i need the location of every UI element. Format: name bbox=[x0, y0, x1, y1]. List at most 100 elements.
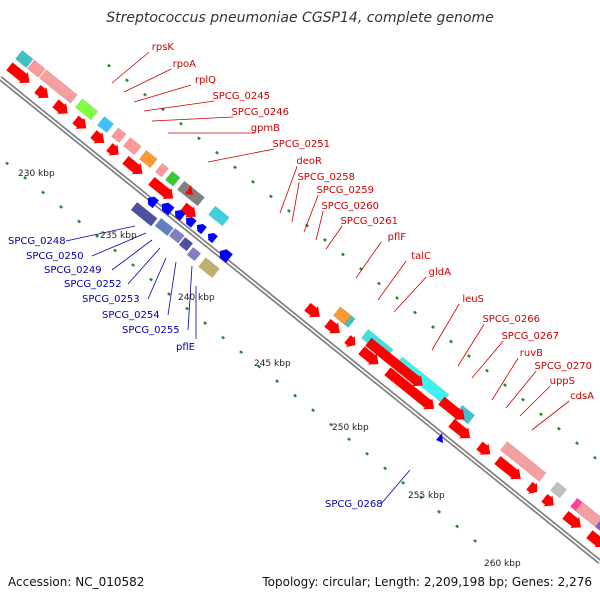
forward-feature-box bbox=[27, 59, 46, 78]
forward-feature-box-body bbox=[139, 150, 158, 169]
forward-gene-arrow bbox=[304, 302, 320, 318]
forward-gene-arrow-shape bbox=[304, 302, 320, 318]
tick-mark bbox=[185, 306, 190, 311]
forward-gene-arrow-shape bbox=[526, 481, 538, 494]
tick-mark bbox=[251, 179, 255, 184]
tick-mark bbox=[197, 136, 201, 141]
forward-gene-arrow-shape bbox=[122, 156, 143, 175]
feature-tracks bbox=[6, 50, 600, 548]
tick-mark bbox=[365, 451, 370, 456]
reverse-gene-labels: SPCG_0248SPCG_0250SPCG_0249SPCG_0252SPCG… bbox=[8, 236, 383, 510]
tick-mark bbox=[455, 524, 460, 529]
tick-mark bbox=[437, 509, 442, 514]
tick-mark bbox=[203, 321, 208, 325]
forward-gene-label: rplQ bbox=[195, 75, 216, 86]
tick-mark bbox=[323, 238, 327, 242]
reverse-feature-box bbox=[198, 257, 220, 278]
tick-mark bbox=[329, 422, 334, 427]
reverse-leader-line bbox=[380, 469, 411, 505]
tick-mark bbox=[95, 234, 100, 238]
forward-gene-arrow-shape bbox=[6, 62, 30, 84]
forward-leader-line bbox=[111, 51, 150, 84]
tick-mark bbox=[77, 219, 82, 224]
forward-gene-label: SPCG_0267 bbox=[501, 331, 559, 342]
forward-gene-arrow-shape bbox=[344, 335, 356, 347]
forward-leader-line bbox=[291, 181, 300, 223]
forward-leader-line bbox=[471, 340, 504, 379]
forward-gene-arrow bbox=[148, 176, 174, 199]
forward-gene-arrow-shape bbox=[494, 456, 521, 480]
tick-mark bbox=[59, 205, 64, 209]
forward-leader-line bbox=[431, 303, 460, 351]
forward-gene-arrow bbox=[90, 130, 105, 144]
tick-mark bbox=[257, 364, 262, 369]
reverse-gene-shape bbox=[186, 217, 197, 228]
forward-gene-label: SPCG_0270 bbox=[534, 361, 592, 372]
tick-mark bbox=[473, 538, 478, 543]
forward-leader-line bbox=[303, 194, 319, 233]
tick-mark bbox=[275, 379, 280, 384]
forward-leader-line bbox=[133, 84, 192, 103]
forward-feature-box bbox=[165, 171, 181, 187]
reverse-gene-shape bbox=[147, 196, 159, 209]
forward-leader-line bbox=[123, 68, 172, 93]
forward-gene-arrow-shape bbox=[52, 99, 68, 114]
forward-gene-arrow-shape bbox=[148, 176, 174, 199]
map-title: Streptococcus pneumoniae CGSP14, complet… bbox=[106, 10, 494, 26]
forward-gene-arrow bbox=[438, 396, 465, 420]
forward-gene-arrow bbox=[52, 99, 68, 114]
forward-gene-arrow-shape bbox=[586, 530, 600, 548]
forward-gene-label: SPCG_0259 bbox=[316, 185, 374, 196]
reverse-feature-body bbox=[186, 247, 201, 262]
forward-gene-label: leuS bbox=[462, 294, 484, 305]
tick-mark bbox=[341, 252, 345, 257]
reverse-gene-label: SPCG_0255 bbox=[122, 325, 180, 336]
reverse-feature-box bbox=[130, 202, 158, 227]
reverse-leader-line bbox=[91, 232, 147, 257]
reverse-gene-arrow bbox=[147, 196, 159, 209]
forward-marker-icon bbox=[185, 185, 193, 195]
forward-gene-label: SPCG_0258 bbox=[297, 172, 355, 183]
tick-mark bbox=[305, 223, 309, 228]
tick-mark bbox=[431, 325, 435, 329]
forward-feature-box bbox=[97, 116, 114, 133]
forward-feature-box-body bbox=[575, 501, 600, 537]
reverse-gene-shape bbox=[219, 249, 233, 263]
forward-gene-arrow bbox=[106, 143, 119, 156]
forward-feature-box bbox=[575, 501, 600, 537]
tick-mark bbox=[23, 175, 28, 180]
forward-feature-box-body bbox=[550, 481, 567, 499]
forward-leader-line bbox=[151, 116, 234, 122]
forward-gene-arrow bbox=[324, 318, 340, 334]
reverse-gene-arrow bbox=[219, 249, 233, 263]
forward-gene-arrow bbox=[494, 456, 521, 480]
reverse-feature-body bbox=[198, 257, 220, 278]
tick-mark bbox=[143, 92, 147, 97]
forward-gene-label: cdsA bbox=[570, 391, 594, 402]
forward-feature-box-body bbox=[75, 98, 99, 121]
reverse-gene-label: SPCG_0254 bbox=[102, 310, 160, 321]
reverse-gene-label: SPCG_0253 bbox=[82, 294, 140, 305]
reverse-gene-shape bbox=[175, 210, 186, 221]
forward-gene-arrow bbox=[72, 115, 87, 129]
forward-gene-label: pflF bbox=[388, 232, 407, 243]
reverse-feature-body bbox=[154, 218, 174, 236]
forward-gene-arrow-shape bbox=[476, 441, 491, 455]
reverse-leader-line bbox=[167, 261, 177, 316]
forward-leader-line bbox=[377, 260, 407, 301]
forward-leader-line bbox=[531, 400, 570, 431]
tick-mark bbox=[221, 335, 226, 340]
forward-feature-box-body bbox=[165, 171, 181, 187]
reverse-gene-arrow bbox=[197, 224, 207, 235]
forward-gene-label: talC bbox=[411, 251, 431, 262]
kbp-label: 255 kbp bbox=[408, 491, 445, 501]
tick-mark bbox=[215, 150, 219, 155]
forward-gene-arrow-shape bbox=[72, 115, 87, 129]
tick-mark bbox=[419, 495, 424, 500]
kbp-label: 245 kbp bbox=[254, 359, 291, 369]
forward-gene-label: gldA bbox=[429, 267, 451, 278]
forward-feature-box-body bbox=[39, 69, 78, 104]
kbp-label: 235 kbp bbox=[100, 231, 137, 241]
forward-gene-arrow bbox=[586, 530, 600, 548]
